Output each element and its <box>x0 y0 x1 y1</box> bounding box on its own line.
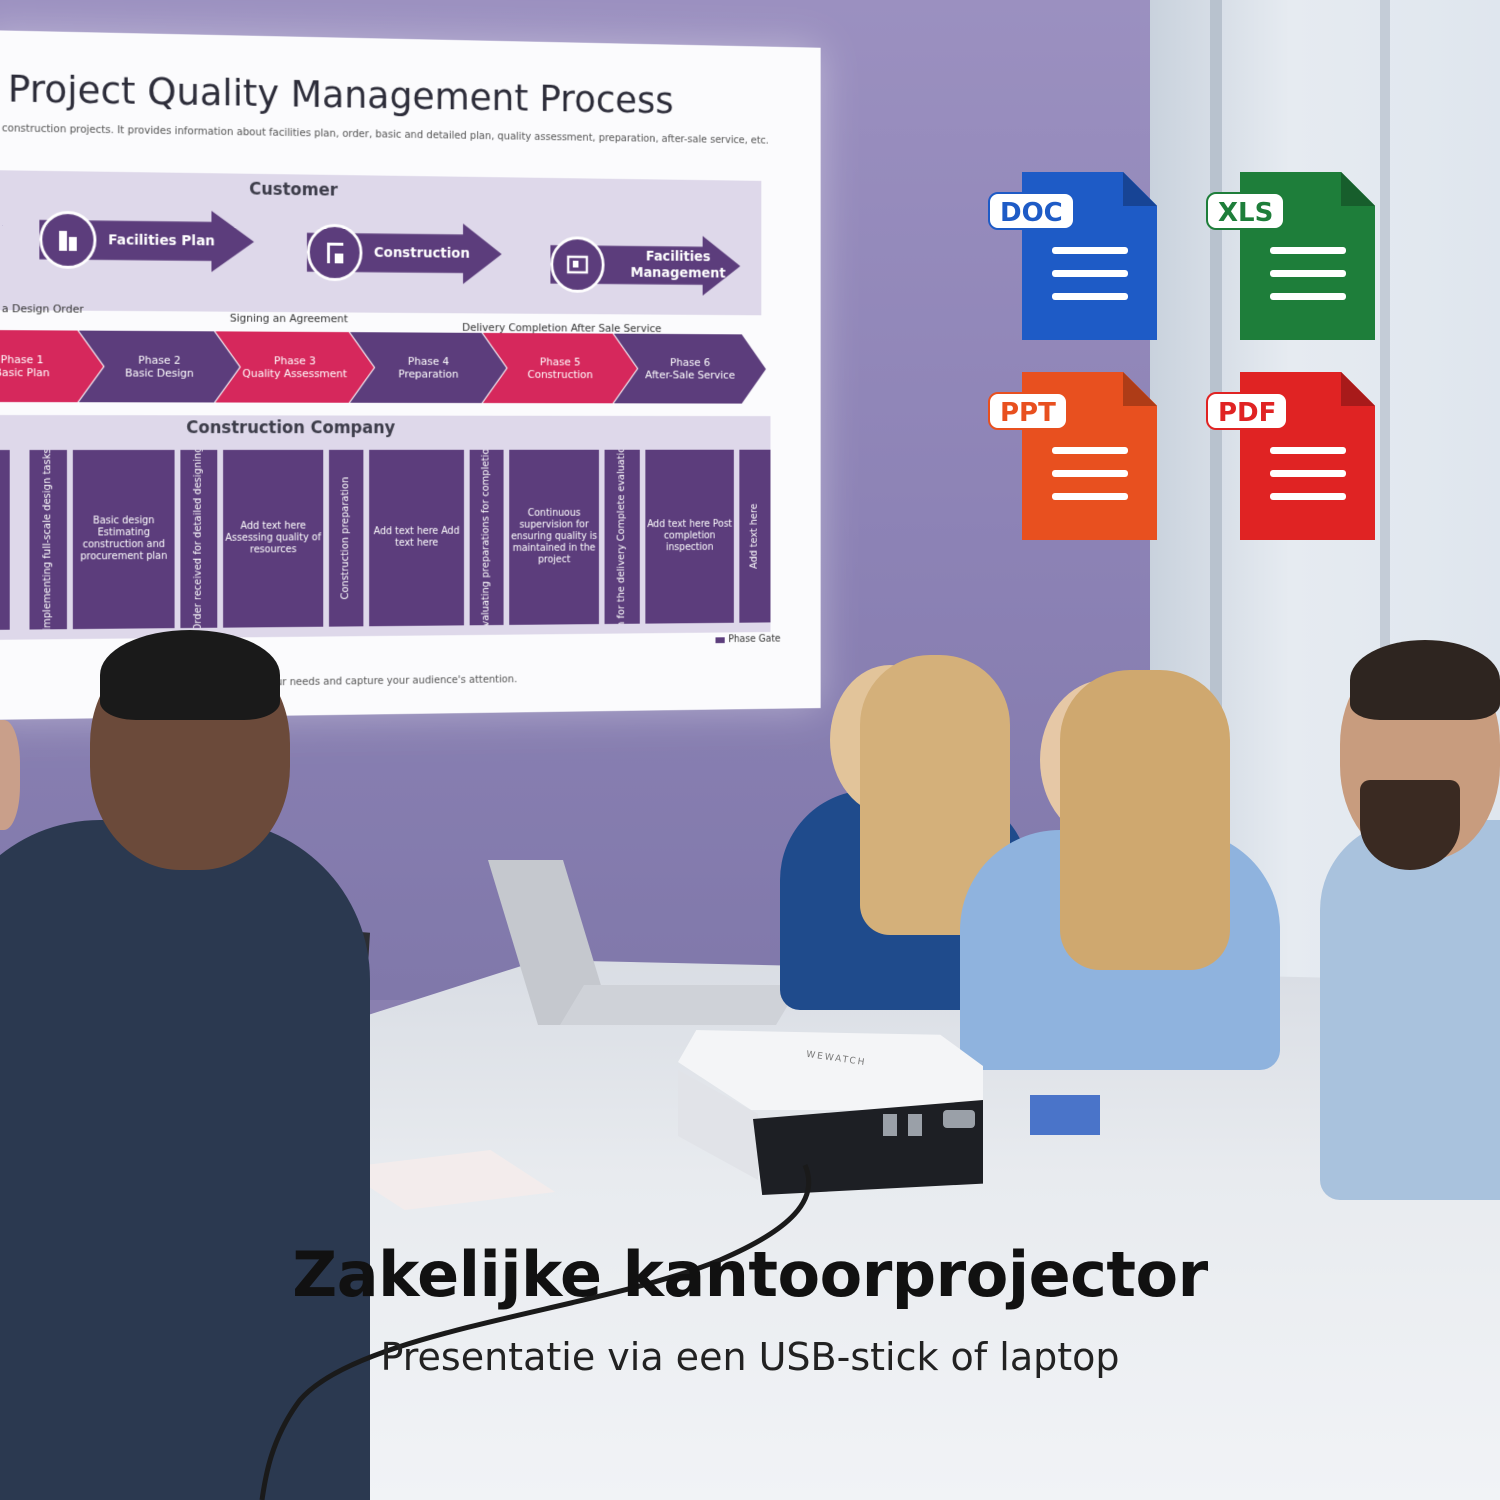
person-partial-left <box>0 720 20 830</box>
file-badge: XLS <box>1206 192 1286 230</box>
laptop-base <box>560 985 800 1025</box>
file-line <box>1052 247 1128 254</box>
file-line <box>1052 270 1128 277</box>
vga-port-icon <box>943 1110 975 1128</box>
file-badge: PPT <box>988 392 1068 430</box>
file-line <box>1270 247 1346 254</box>
projected-slide: Project Quality Management Process const… <box>0 30 821 720</box>
xls-file-icon: XLS <box>1206 172 1375 340</box>
file-line <box>1270 270 1346 277</box>
file-badge: DOC <box>988 192 1075 230</box>
person-bearded-man-shirt <box>1320 820 1500 1200</box>
file-line <box>1052 470 1128 477</box>
ppt-file-icon: PPT <box>988 372 1157 540</box>
person-man-suit <box>0 820 370 1500</box>
hdmi-port-icon <box>908 1114 922 1136</box>
file-line <box>1270 493 1346 500</box>
person-bearded-man-hair <box>1350 640 1500 720</box>
clipboard <box>1030 1095 1100 1135</box>
crane-icon <box>306 223 363 282</box>
file-line <box>1270 293 1346 300</box>
usb-port-icon <box>883 1114 897 1136</box>
person-bearded-man-beard <box>1360 780 1460 870</box>
file-badge: PDF <box>1206 392 1289 430</box>
file-line <box>1270 470 1346 477</box>
file-line <box>1052 447 1128 454</box>
person-man-hair <box>100 630 280 720</box>
building-icon <box>39 210 97 270</box>
person-woman2-hair <box>1060 670 1230 970</box>
pdf-file-icon: PDF <box>1206 372 1375 540</box>
headline: Zakelijke kantoorprojector <box>292 1238 1208 1311</box>
file-line <box>1270 447 1346 454</box>
doc-file-icon: DOC <box>988 172 1157 340</box>
file-line <box>1052 293 1128 300</box>
file-line <box>1052 493 1128 500</box>
subhead: Presentatie via een USB-stick of laptop <box>380 1335 1120 1379</box>
projector: WEWATCH <box>678 1030 983 1195</box>
